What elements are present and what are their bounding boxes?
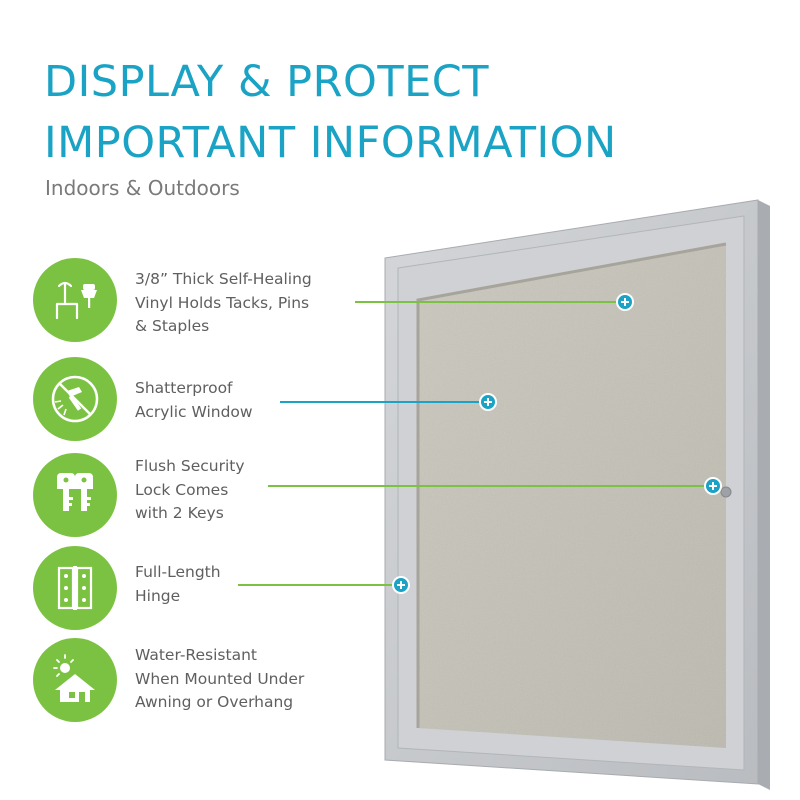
security-lock xyxy=(720,486,732,498)
plus-marker-3[interactable] xyxy=(704,477,722,495)
feature-icon-circle xyxy=(33,453,117,537)
keys-icon xyxy=(57,473,93,511)
feature-5-line-1: Water-Resistant xyxy=(135,646,257,664)
feature-label: Shatterproof Acrylic Window xyxy=(135,377,253,424)
plus-marker-1[interactable] xyxy=(616,293,634,311)
feature-4-line-1: Full-Length xyxy=(135,563,221,581)
feature-5-line-2: When Mounted Under xyxy=(135,669,305,688)
plus-marker-4[interactable] xyxy=(392,576,410,594)
feature-1-line-3: & Staples xyxy=(135,317,210,335)
feature-2-line-2: Acrylic Window xyxy=(135,402,253,421)
feature-shatterproof: Shatterproof Acrylic Window xyxy=(33,357,413,441)
feature-self-healing-vinyl: 3/8” Thick Self-Healing Vinyl Holds Tack… xyxy=(33,258,413,342)
board-edge-shadow xyxy=(416,242,727,728)
feature-3-line-3: with 2 Keys xyxy=(135,504,224,522)
pin-icon xyxy=(55,281,97,320)
feature-label: Full-Length Hinge xyxy=(135,561,221,608)
feature-icon-circle xyxy=(33,357,117,441)
house-sun-icon xyxy=(53,654,95,702)
feature-3-line-2: Lock Comes xyxy=(135,480,229,499)
plus-marker-2[interactable] xyxy=(479,393,497,411)
headline-line-1: DISPLAY & PROTECT xyxy=(44,57,490,107)
feature-label: Flush Security Lock Comes with 2 Keys xyxy=(135,455,245,526)
feature-4-line-2: Hinge xyxy=(135,586,181,605)
feature-label: 3/8” Thick Self-Healing Vinyl Holds Tack… xyxy=(135,268,312,339)
shatterproof-icon xyxy=(51,375,99,423)
feature-icon-circle xyxy=(33,258,117,342)
subtitle: Indoors & Outdoors xyxy=(45,176,240,200)
feature-1-line-1: 3/8” Thick Self-Healing xyxy=(135,270,312,288)
vinyl-texture xyxy=(418,244,726,748)
feature-icon-circle xyxy=(33,638,117,722)
feature-5-line-3: Awning or Overhang xyxy=(135,693,294,711)
hinge-icon xyxy=(57,566,93,610)
feature-security-lock: Flush Security Lock Comes with 2 Keys xyxy=(33,453,413,537)
headline-line-2: IMPORTANT INFORMATION xyxy=(44,118,617,168)
feature-1-line-2: Vinyl Holds Tacks, Pins xyxy=(135,293,310,312)
feature-water-resistant: Water-Resistant When Mounted Under Awnin… xyxy=(33,638,413,722)
cabinet-side xyxy=(758,200,770,790)
feature-icon-circle xyxy=(33,546,117,630)
headline: DISPLAY & PROTECT IMPORTANT INFORMATION xyxy=(44,52,617,174)
feature-full-length-hinge: Full-Length Hinge xyxy=(33,546,413,630)
feature-2-line-1: Shatterproof xyxy=(135,379,233,397)
feature-label: Water-Resistant When Mounted Under Awnin… xyxy=(135,644,304,715)
feature-3-line-1: Flush Security xyxy=(135,457,245,475)
